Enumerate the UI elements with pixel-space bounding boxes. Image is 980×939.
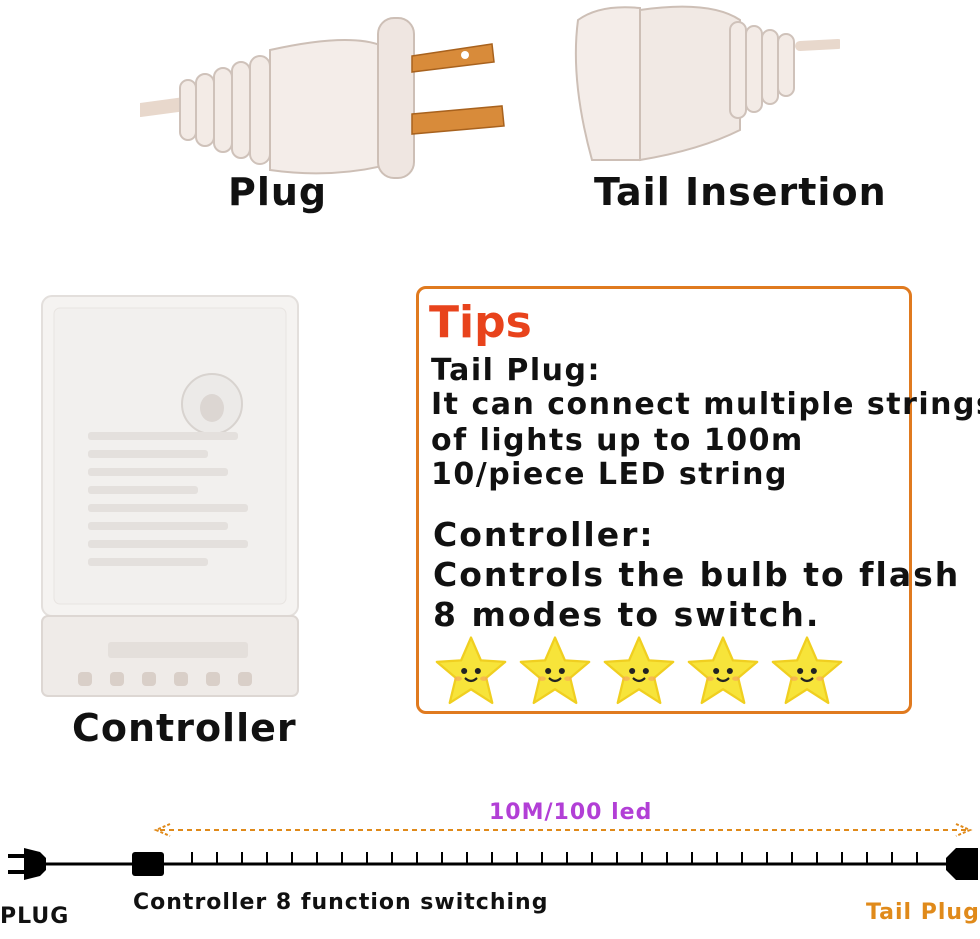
plug-label: PLUG (0, 904, 70, 929)
controller-line: 8 modes to switch. (433, 595, 821, 634)
tail-plug-label: Tail Plug (866, 900, 980, 925)
controller-heading: Controller: (433, 515, 655, 554)
controller-line: Controls the bulb to flash (433, 555, 961, 594)
tail-plug-icon (946, 848, 978, 880)
star-icon (435, 636, 507, 705)
tips-title: Tips (429, 297, 532, 348)
star-row (433, 633, 893, 709)
tips-box: Tips Tail Plug: It can connect multiple … (416, 286, 980, 714)
controller-caption: Controller (72, 706, 297, 750)
tail-plug-line: of lights up to 100m (431, 423, 804, 458)
wiring-diagram (8, 823, 978, 880)
controller-image (41, 295, 299, 697)
controller-block-icon (132, 852, 164, 876)
tail-insertion-caption: Tail Insertion (594, 170, 887, 214)
star-icon (687, 636, 759, 705)
plug-image (140, 17, 505, 179)
tail-plug-line: It can connect multiple strings (431, 387, 980, 422)
length-label: 10M/100 led (489, 800, 653, 825)
star-icon (519, 636, 591, 705)
tail-plug-heading: Tail Plug: (431, 353, 601, 388)
tail-plug-line: 10/piece LED string (431, 457, 788, 492)
star-icon (771, 636, 843, 705)
tail-insertion-image (574, 5, 840, 162)
star-icon (603, 636, 675, 705)
controller-function-label: Controller 8 function switching (133, 890, 549, 915)
plug-icon (8, 848, 46, 880)
plug-caption: Plug (228, 170, 328, 214)
